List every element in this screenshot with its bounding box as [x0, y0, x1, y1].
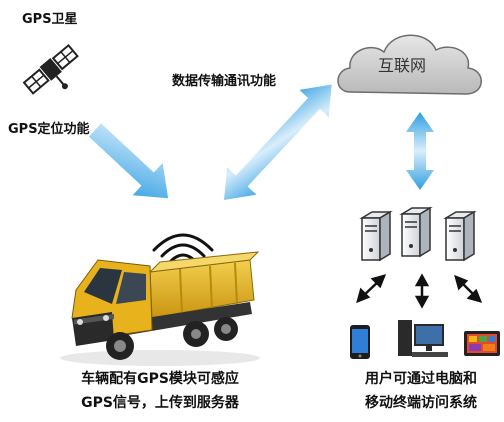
- users-caption-line2: 移动终端访问系统: [365, 395, 477, 411]
- truck-caption-line1: 车辆配有GPS模块可感应: [81, 371, 239, 387]
- internet-label: 互联网: [378, 56, 427, 75]
- truck-caption-line2: GPS信号，上传到服务器: [81, 395, 239, 411]
- gps-positioning-label: GPS定位功能: [8, 122, 90, 137]
- server-device-arrows: [356, 273, 483, 309]
- cloud-server-arrow: [406, 112, 434, 190]
- desktop-icon: [398, 320, 448, 357]
- data-transfer-arrow: [224, 84, 332, 200]
- satellite-icon: [22, 43, 79, 95]
- gps-satellite-label: GPS卫星: [22, 12, 78, 27]
- server-icon: [359, 206, 477, 262]
- tablet-icon: [464, 331, 500, 356]
- gps-signal-arrow: [88, 123, 169, 199]
- data-transfer-label: 数据传输通讯功能: [172, 74, 277, 89]
- phone-icon: [350, 325, 370, 359]
- truck-icon: [60, 251, 260, 366]
- cloud-icon: [337, 34, 482, 95]
- users-caption-line1: 用户可通过电脑和: [365, 371, 477, 387]
